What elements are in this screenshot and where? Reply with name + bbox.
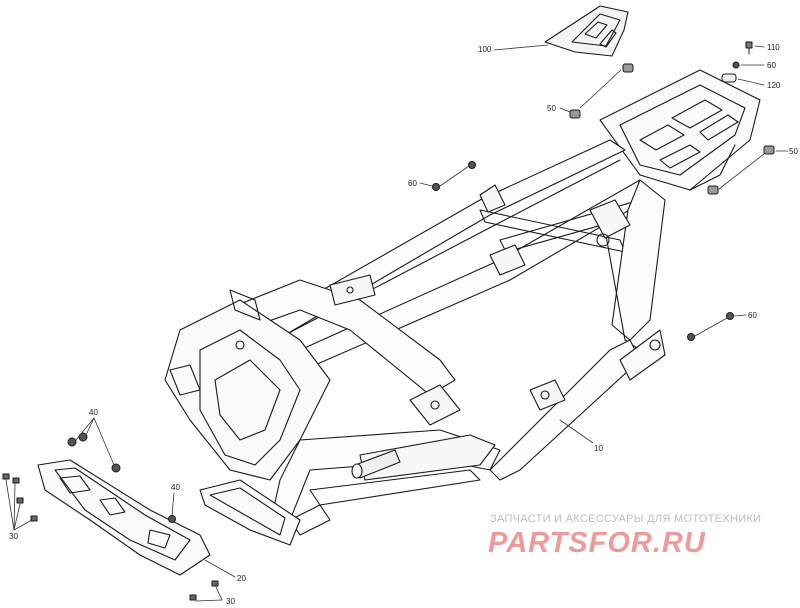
callout-100: 100: [478, 45, 492, 54]
nut-part-60: [432, 183, 440, 191]
callout-50-right: 50: [789, 147, 798, 156]
callout-60-left: 60: [408, 179, 417, 188]
callout-20: 20: [237, 574, 246, 583]
bushing-part-50: [622, 63, 634, 73]
cover-plate-part-100: [544, 5, 629, 57]
callout-labels: 100 110 60 120 50 50 60 60 10 40 40 30 2…: [9, 43, 798, 606]
leader-lines: [5, 44, 789, 602]
callout-40-mid: 40: [171, 483, 180, 492]
callout-30-bottom: 30: [226, 597, 235, 606]
callout-120: 120: [767, 81, 781, 90]
callout-30-left: 30: [9, 532, 18, 541]
bolt-part-30: [30, 515, 38, 522]
callout-60-right: 60: [748, 311, 757, 320]
fasteners: [2, 41, 775, 601]
nut-part-40: [168, 515, 176, 523]
bolt-part-30: [2, 473, 10, 480]
spacer-part-120: [721, 73, 737, 83]
nut-part-60: [687, 333, 695, 341]
bolt-part-110: [745, 41, 753, 55]
bushing-part-50: [569, 109, 581, 119]
bushing-part-50: [763, 145, 775, 155]
bushing-part-50: [707, 185, 719, 195]
nut-part-60: [726, 312, 734, 320]
nut-part-40: [111, 463, 121, 473]
nut-part-40: [67, 437, 77, 447]
callout-40-left: 40: [89, 408, 98, 417]
callout-110: 110: [767, 43, 780, 52]
watermark-logo: PARTSFOR.RU: [488, 527, 706, 559]
nut-part-60: [468, 161, 476, 169]
bolt-part-30: [211, 580, 219, 587]
callout-60-top: 60: [767, 61, 776, 70]
rear-rack-plate: [599, 69, 761, 191]
bolt-part-30: [16, 497, 24, 504]
nut-part-40: [78, 432, 88, 442]
nut-part-60: [732, 61, 740, 69]
skid-bracket-part-20: [37, 459, 211, 576]
callout-50-top: 50: [547, 104, 556, 113]
main-frame-part-10: [164, 139, 666, 546]
watermark-tagline: ЗАПЧАСТИ И АКСЕССУАРЫ ДЛЯ МОТОТЕХНИКИ: [490, 513, 762, 525]
bolt-part-30: [12, 477, 20, 484]
bolt-part-30: [189, 594, 197, 601]
callout-10: 10: [594, 444, 603, 453]
